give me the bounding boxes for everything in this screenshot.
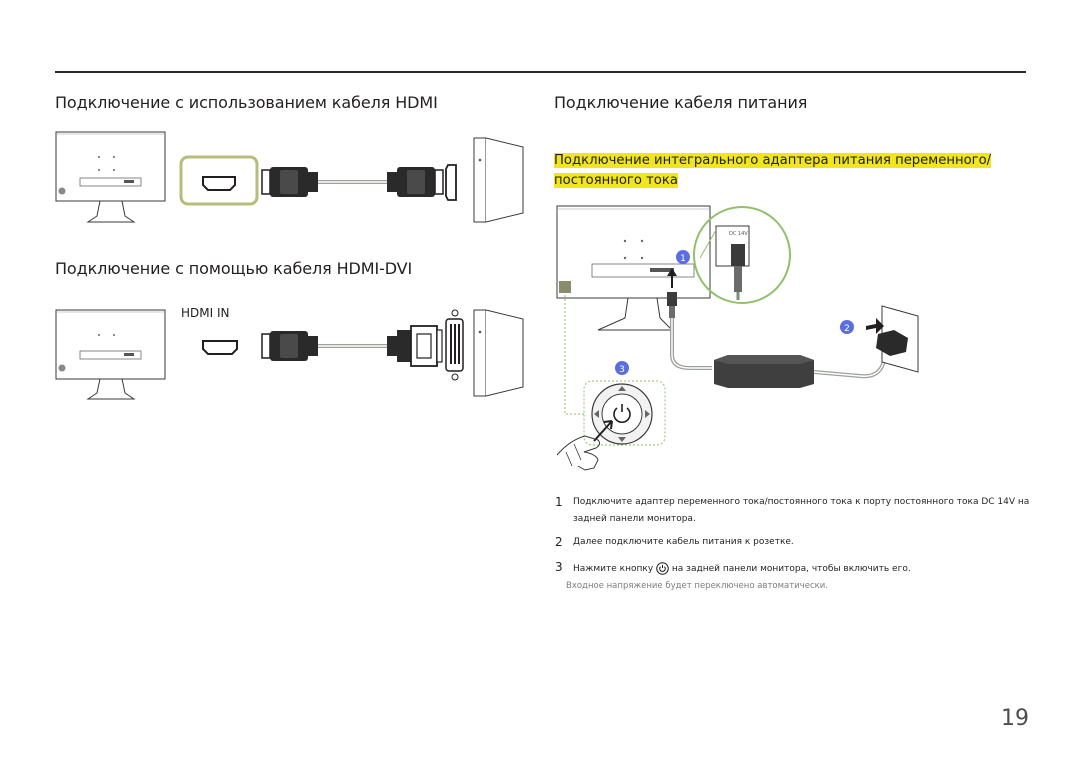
hdmi-plug-icon (261, 167, 318, 197)
step-1-line-2: задней панели монитора. (573, 514, 696, 524)
power-button-icon (656, 562, 669, 575)
hdmi-in-label: HDMI IN (181, 306, 230, 320)
callout-1-badge (676, 250, 690, 264)
dc-plug-icon (667, 268, 677, 318)
dvi-port-illustration (445, 309, 464, 381)
monitor-back-illustration (55, 131, 166, 223)
heading-power: Подключение кабеля питания (554, 93, 808, 112)
page-number: 19 (1001, 706, 1029, 731)
step-3-text: Нажмите кнопку на задней панели монитора… (573, 562, 911, 575)
dc-port-label: DC 14V (729, 231, 748, 237)
step-2-number: 2 (555, 535, 563, 549)
step-1-number: 1 (555, 495, 563, 509)
power-button-icon (591, 383, 653, 445)
dvi-plug-icon (387, 325, 443, 367)
step-2-text: Далее подключите кабель питания к розетк… (573, 537, 794, 547)
subheading-line-1: Подключение интегрального адаптера питан… (554, 153, 992, 168)
callout-3-badge (615, 361, 629, 375)
monitor-back-illustration (55, 309, 166, 400)
monitor-back-illustration (556, 205, 711, 331)
hand-icon (556, 435, 601, 471)
step-3-number: 3 (555, 560, 563, 574)
hdmi-plug-icon (387, 167, 444, 197)
voltage-note: Входное напряжение будет переключено авт… (566, 581, 828, 591)
step-1-line-1: Подключите адаптер переменного тока/пост… (573, 497, 1030, 507)
callout-2-badge (840, 320, 854, 334)
power-adapter-icon (714, 355, 814, 388)
top-rule (55, 71, 1026, 73)
hdmi-port-icon (202, 340, 238, 355)
hdmi-port-icon (179, 155, 259, 206)
highlighted-subheading: Подключение интегрального адаптера питан… (554, 151, 994, 191)
dc-port-zoom (693, 206, 791, 304)
pc-tower-illustration (473, 137, 524, 223)
heading-hdmi: Подключение с использованием кабеля HDMI (55, 93, 438, 112)
pc-tower-illustration (473, 309, 524, 397)
svg-text:1: 1 (680, 254, 686, 264)
step-3-text-after: на задней панели монитора, чтобы включит… (671, 564, 911, 574)
hdmi-plug-icon (261, 331, 318, 361)
heading-hdmi-dvi: Подключение с помощью кабеля HDMI-DVI (55, 259, 413, 278)
svg-text:2: 2 (844, 324, 850, 334)
wall-socket-icon (866, 305, 919, 373)
subheading-line-2: постоянного тока (554, 173, 678, 188)
svg-text:3: 3 (619, 365, 625, 375)
step-3-text-before: Нажмите кнопку (573, 564, 654, 574)
